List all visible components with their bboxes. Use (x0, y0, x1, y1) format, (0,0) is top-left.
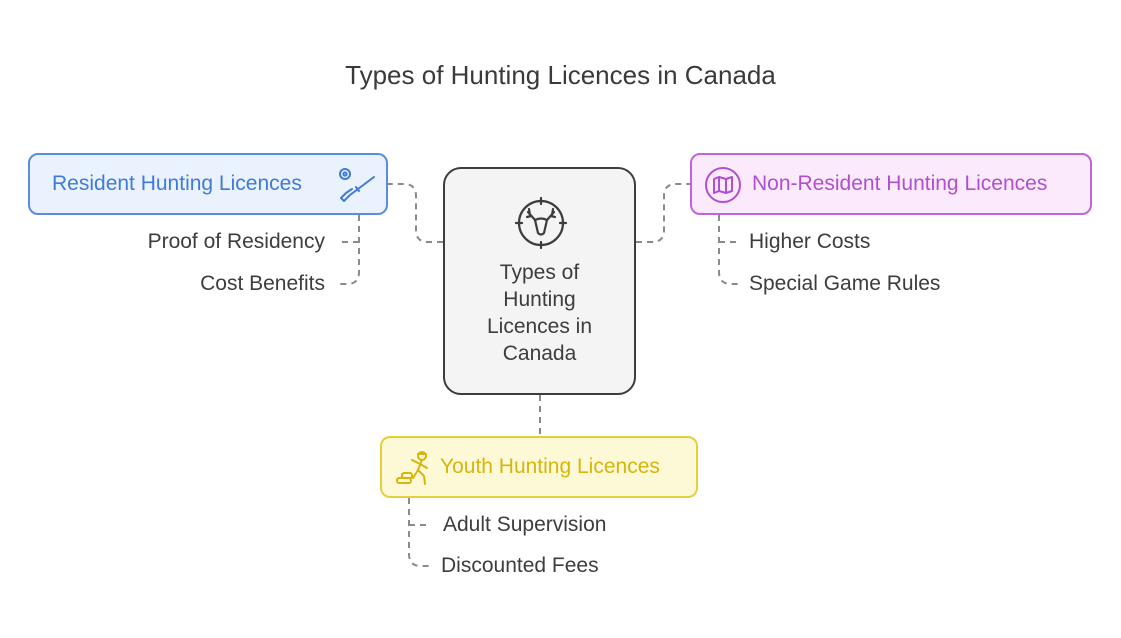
youth-licence-label: Youth Hunting Licences (440, 455, 660, 478)
connector-center-nonres (636, 183, 690, 243)
connector-resident-items (338, 215, 360, 285)
diagram-title: Types of Hunting Licences in Canada (345, 60, 776, 90)
youth-licence-node: Youth Hunting Licences (380, 436, 698, 498)
deer-crosshair-icon (514, 196, 568, 250)
central-node: Types of Hunting Licences in Canada (443, 167, 636, 395)
resident-licence-label: Resident Hunting Licences (52, 172, 302, 195)
resident-item-cost-benefits: Cost Benefits (200, 272, 325, 295)
central-label-line: Hunting (503, 288, 576, 311)
map-icon (705, 167, 741, 203)
central-node-label: Types of Hunting Licences in Canada (445, 259, 634, 367)
nonresident-item-higher-costs: Higher Costs (749, 230, 871, 253)
connector-center-resident (388, 183, 443, 243)
resident-item-proof-of-residency: Proof of Residency (147, 230, 325, 253)
hunter-child-icon (396, 451, 428, 485)
youth-item-discounted-fees: Discounted Fees (441, 554, 599, 577)
central-label-line: Types of (499, 261, 580, 284)
central-label-line: Licences in (486, 315, 593, 338)
nonresident-item-special-game-rules: Special Game Rules (749, 272, 941, 295)
youth-item-adult-supervision: Adult Supervision (443, 513, 607, 536)
connector-youth-items (408, 498, 430, 567)
rifle-target-icon (339, 168, 375, 202)
connector-nonres-items (718, 215, 740, 285)
resident-licence-node: Resident Hunting Licences (28, 153, 388, 215)
central-label-line: Canada (502, 342, 577, 365)
nonresident-licence-node: Non-Resident Hunting Licences (690, 153, 1092, 215)
nonresident-licence-label: Non-Resident Hunting Licences (752, 172, 1048, 195)
